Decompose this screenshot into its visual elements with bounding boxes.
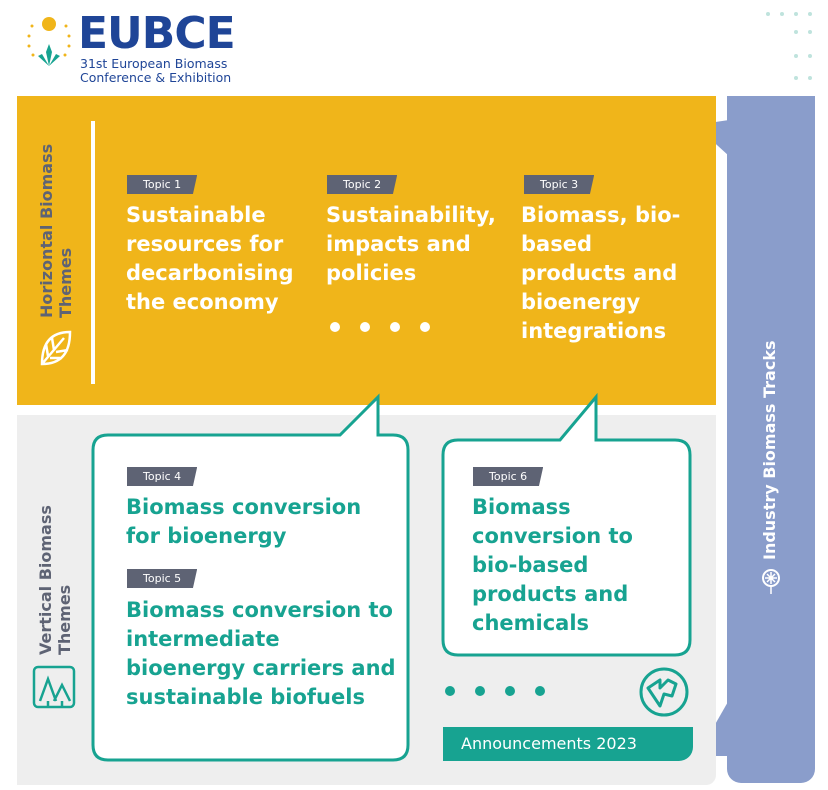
industry-tracks-panel: [727, 96, 815, 783]
topic-2-badge: Topic 2: [327, 175, 398, 194]
logo-subtitle-1: 31st European Biomass: [80, 56, 228, 71]
topic-2-title[interactable]: Sustainability, impacts and policies: [326, 203, 496, 285]
trees-icon: [32, 665, 76, 709]
topic-5-title[interactable]: Biomass conversion to intermediate bioen…: [126, 598, 396, 709]
dots-horizontal: [330, 322, 430, 332]
logo-title: EUBCE: [78, 8, 236, 59]
announcements-button[interactable]: Announcements 2023: [443, 727, 693, 761]
topic-3-title[interactable]: Biomass, bio-based products and bioenerg…: [521, 203, 681, 343]
topic-6-title[interactable]: Biomass conversion to bio-based products…: [472, 495, 633, 635]
industry-symbol-icon: [762, 569, 780, 594]
leaf-icon: [40, 330, 72, 366]
topic-5-badge: Topic 5: [127, 569, 198, 588]
topic-3-badge: Topic 3: [524, 175, 595, 194]
topic-4-title[interactable]: Biomass conversion for bioenergy: [126, 495, 362, 548]
dots-vertical: [445, 686, 545, 696]
topic-6-badge: Topic 6: [473, 467, 544, 486]
topic-1-badge: Topic 1: [127, 175, 198, 194]
eubce-logo-icon: [27, 17, 71, 66]
globe-icon: [639, 667, 689, 717]
topic-1-title[interactable]: Sustainable resources for decarbonising …: [126, 203, 294, 314]
topic-4-badge: Topic 4: [127, 467, 198, 486]
divider: [91, 121, 95, 384]
logo-subtitle-2: Conference & Exhibition: [80, 70, 232, 85]
decorative-dots-icon: [766, 12, 812, 80]
horizontal-themes-panel: [17, 96, 716, 405]
